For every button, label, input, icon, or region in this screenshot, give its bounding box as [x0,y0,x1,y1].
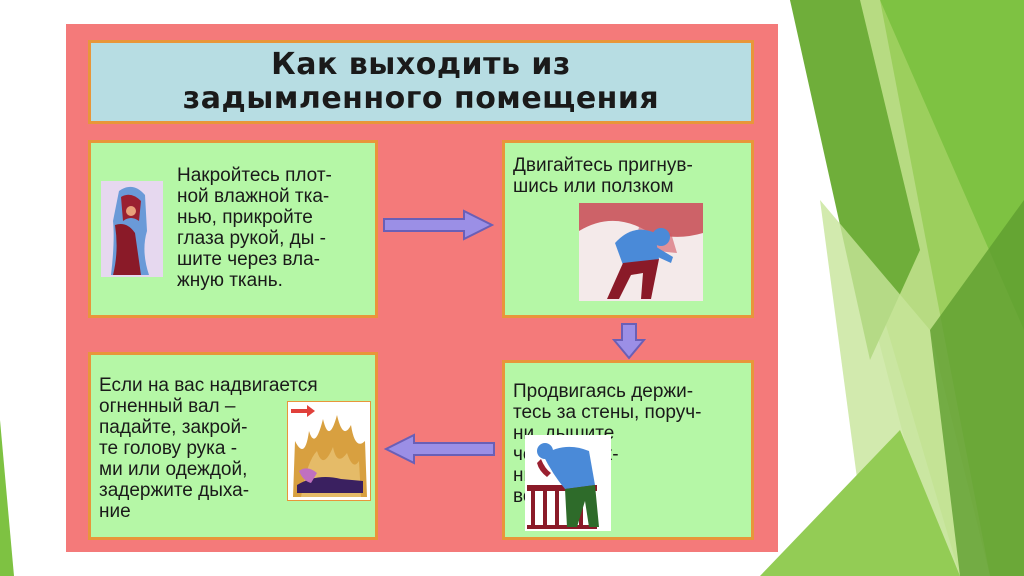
arrow-down-icon [612,323,646,360]
step-text-cover-face: Накройтесь плот- ной влажной тка- нью, п… [177,165,332,291]
arrow-right-icon [383,209,495,241]
step-text-crouch: Двигайтесь пригнув- шись или ползком [513,155,693,197]
fire-wall-icon [287,401,371,501]
step-text-fire-wall: Если на вас надвигается огненный вал – п… [99,375,318,522]
railing-person-icon [525,435,611,531]
crouching-person-icon [579,203,703,301]
step-card-crouch: Двигайтесь пригнув- шись или ползком [502,140,754,318]
title-box: Как выходить из задымленного помещения [88,40,754,124]
cover-face-icon [101,181,163,277]
arrow-left-icon [383,433,495,465]
step-card-fire-wall: Если на вас надвигается огненный вал – п… [88,352,378,540]
step-card-railing: Продвигаясь держи- тесь за стены, поруч-… [502,360,754,540]
step-card-cover-face: Накройтесь плот- ной влажной тка- нью, п… [88,140,378,318]
poster-title: Как выходить из задымленного помещения [182,47,660,116]
